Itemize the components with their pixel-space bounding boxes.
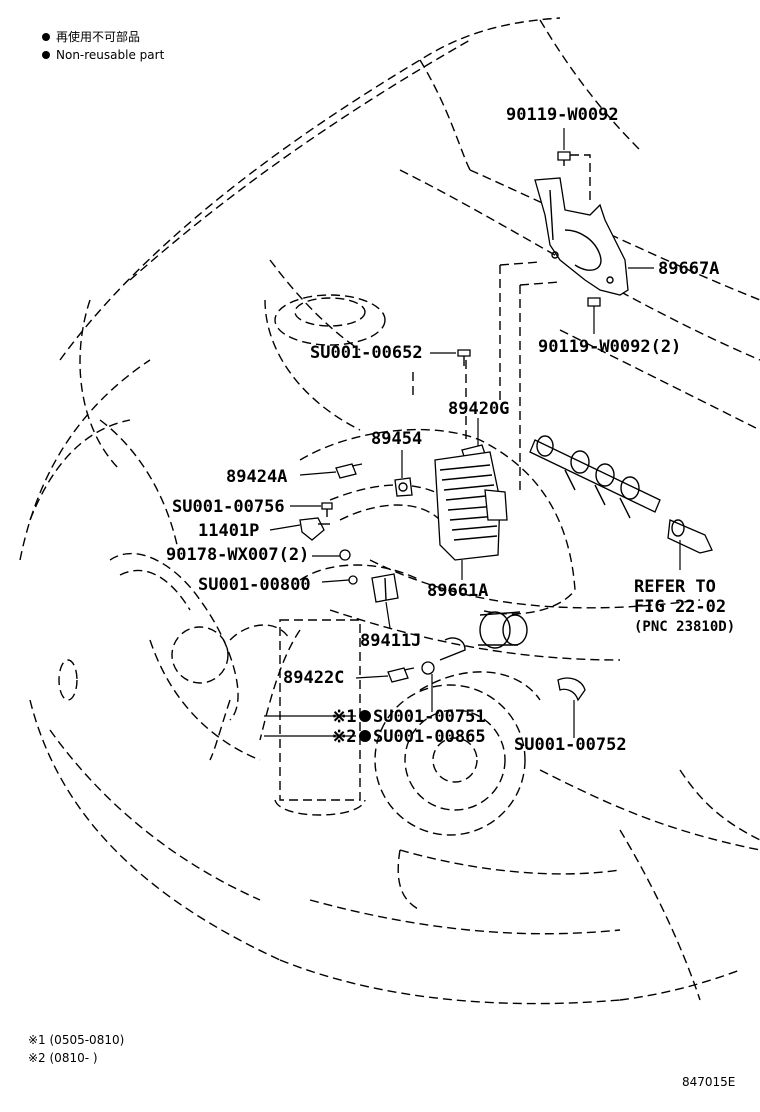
legend-en: Non-reusable part bbox=[56, 48, 165, 62]
bolt-90119-bottom bbox=[587, 297, 601, 307]
label-89424a: 89424A bbox=[226, 467, 287, 487]
label-su001-00652: SU001-00652 bbox=[310, 343, 423, 363]
non-reusable-dot-icon bbox=[42, 51, 50, 59]
reference-line1: REFER TO bbox=[634, 577, 716, 597]
label-89411j: 89411J bbox=[360, 631, 421, 651]
label-89667a: 89667A bbox=[658, 259, 719, 279]
bolt-su001-00756 bbox=[321, 502, 333, 517]
label-90119-w0092-2: 90119-W0092(2) bbox=[538, 337, 681, 357]
non-reusable-dot-icon bbox=[359, 730, 371, 742]
clip-su001-00800 bbox=[348, 575, 358, 585]
bolt-90119-top bbox=[557, 151, 571, 166]
sensor-11401P bbox=[299, 517, 330, 541]
label-89420g: 89420G bbox=[448, 399, 509, 419]
label-90119-w0092: 90119-W0092 bbox=[506, 105, 619, 125]
label-89454: 89454 bbox=[371, 429, 422, 449]
label-89661a: 89661A bbox=[427, 581, 488, 601]
non-reusable-dot-icon bbox=[42, 33, 50, 41]
bracket-89667A bbox=[534, 177, 629, 296]
label-90178-wx007: 90178-WX007(2) bbox=[166, 545, 309, 565]
vehicle-body-outline bbox=[19, 17, 760, 1005]
sensor-89422C bbox=[387, 667, 415, 683]
nut-90178 bbox=[339, 549, 351, 561]
label-note2-mark: ※2 bbox=[332, 727, 356, 747]
leader-lines bbox=[264, 128, 681, 738]
label-89422c: 89422C bbox=[283, 668, 344, 688]
clamp-su001-00752 bbox=[557, 677, 586, 702]
fuel-rail-assembly bbox=[529, 435, 713, 554]
label-su001-00865: SU001-00865 bbox=[373, 727, 486, 747]
label-su001-00751: SU001-00751 bbox=[373, 707, 486, 727]
reference-line3: (PNC 23810D) bbox=[634, 619, 735, 635]
gasket-su001-00751 bbox=[421, 661, 435, 675]
figure-id: 847015E bbox=[682, 1075, 735, 1089]
non-reusable-dot-icon bbox=[359, 710, 371, 722]
sensor-89454 bbox=[394, 477, 413, 497]
label-su001-00756: SU001-00756 bbox=[172, 497, 285, 517]
legend-jp: 再使用不可部品 bbox=[56, 29, 140, 44]
footnote-1: ※1 (0505-0810) bbox=[28, 1033, 124, 1047]
engine-block bbox=[229, 428, 576, 836]
screw-su001-00652 bbox=[457, 349, 471, 366]
label-11401p: 11401P bbox=[198, 521, 259, 541]
footnote-2: ※2 (0810- ) bbox=[28, 1051, 98, 1065]
reference-line2: FIG 22-02 bbox=[634, 597, 726, 617]
label-su001-00752: SU001-00752 bbox=[514, 735, 627, 755]
sensor-89411J bbox=[371, 573, 399, 603]
label-su001-00800: SU001-00800 bbox=[198, 575, 311, 595]
legend: 再使用不可部品 Non-reusable part bbox=[42, 29, 165, 62]
label-note1-mark: ※1 bbox=[332, 707, 356, 727]
ecu-89661A bbox=[434, 451, 508, 561]
sensor-89424A bbox=[335, 463, 363, 479]
